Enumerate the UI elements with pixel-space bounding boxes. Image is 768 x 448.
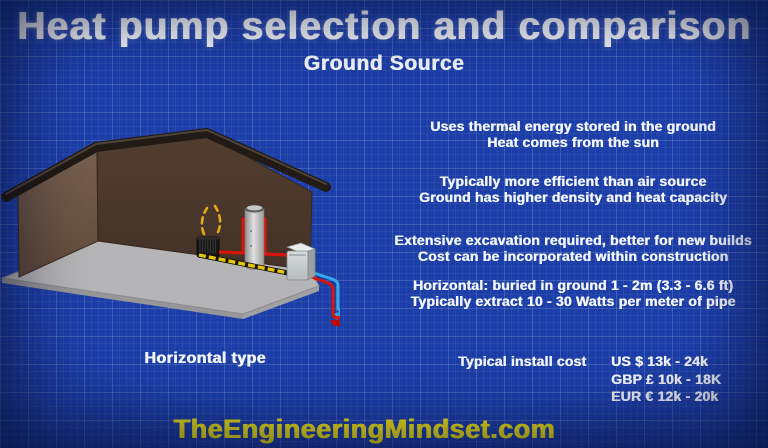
cost-values: US $ 13k - 24k GBP £ 10k - 18K EUR € 12k… — [611, 353, 721, 406]
heat-pump-unit — [285, 242, 317, 281]
heating-pipe — [196, 252, 291, 276]
cost-label: Typical install cost — [458, 353, 587, 369]
info-line: Horizontal: buried in ground 1 - 2m (3.3… — [412, 277, 734, 293]
info-block-excavation: Extensive excavation required, better fo… — [384, 232, 762, 264]
diagram-caption: Horizontal type — [144, 350, 266, 367]
info-block-thermal: Uses thermal energy stored in the ground… — [384, 118, 762, 150]
info-line: Uses thermal energy stored in the ground — [430, 118, 716, 134]
info-block-horizontal-depth: Horizontal: buried in ground 1 - 2m (3.3… — [384, 277, 762, 309]
info-line: Heat comes from the sun — [487, 133, 659, 150]
cost-value-eur: EUR € 12k - 20k — [611, 388, 719, 404]
hot-water-cylinder — [244, 205, 265, 270]
cold-return-pipe — [305, 273, 340, 320]
cold-supply-pipe — [307, 269, 340, 313]
watermark: TheEngineeringMindset.com — [173, 414, 555, 444]
info-line: Extensive excavation required, better fo… — [394, 232, 752, 248]
cost-value-usd: US $ 13k - 24k — [611, 353, 708, 369]
page-subtitle: Ground Source — [303, 52, 465, 75]
info-line: Typically extract 10 - 30 Watts per mete… — [410, 292, 736, 309]
house-cutaway-illustration — [0, 128, 340, 326]
roof — [1, 128, 331, 202]
info-line: Ground has higher density and heat capac… — [418, 188, 728, 205]
info-line: Typically more efficient than air source — [439, 173, 707, 189]
info-block-efficiency: Typically more efficient than air source… — [384, 173, 762, 205]
cost-value-gbp: GBP £ 10k - 18K — [611, 370, 722, 387]
info-line: Cost can be incorporated within construc… — [417, 247, 729, 264]
heat-rays-icon — [200, 204, 222, 236]
page-title: Heat pump selection and comparison — [16, 5, 752, 48]
